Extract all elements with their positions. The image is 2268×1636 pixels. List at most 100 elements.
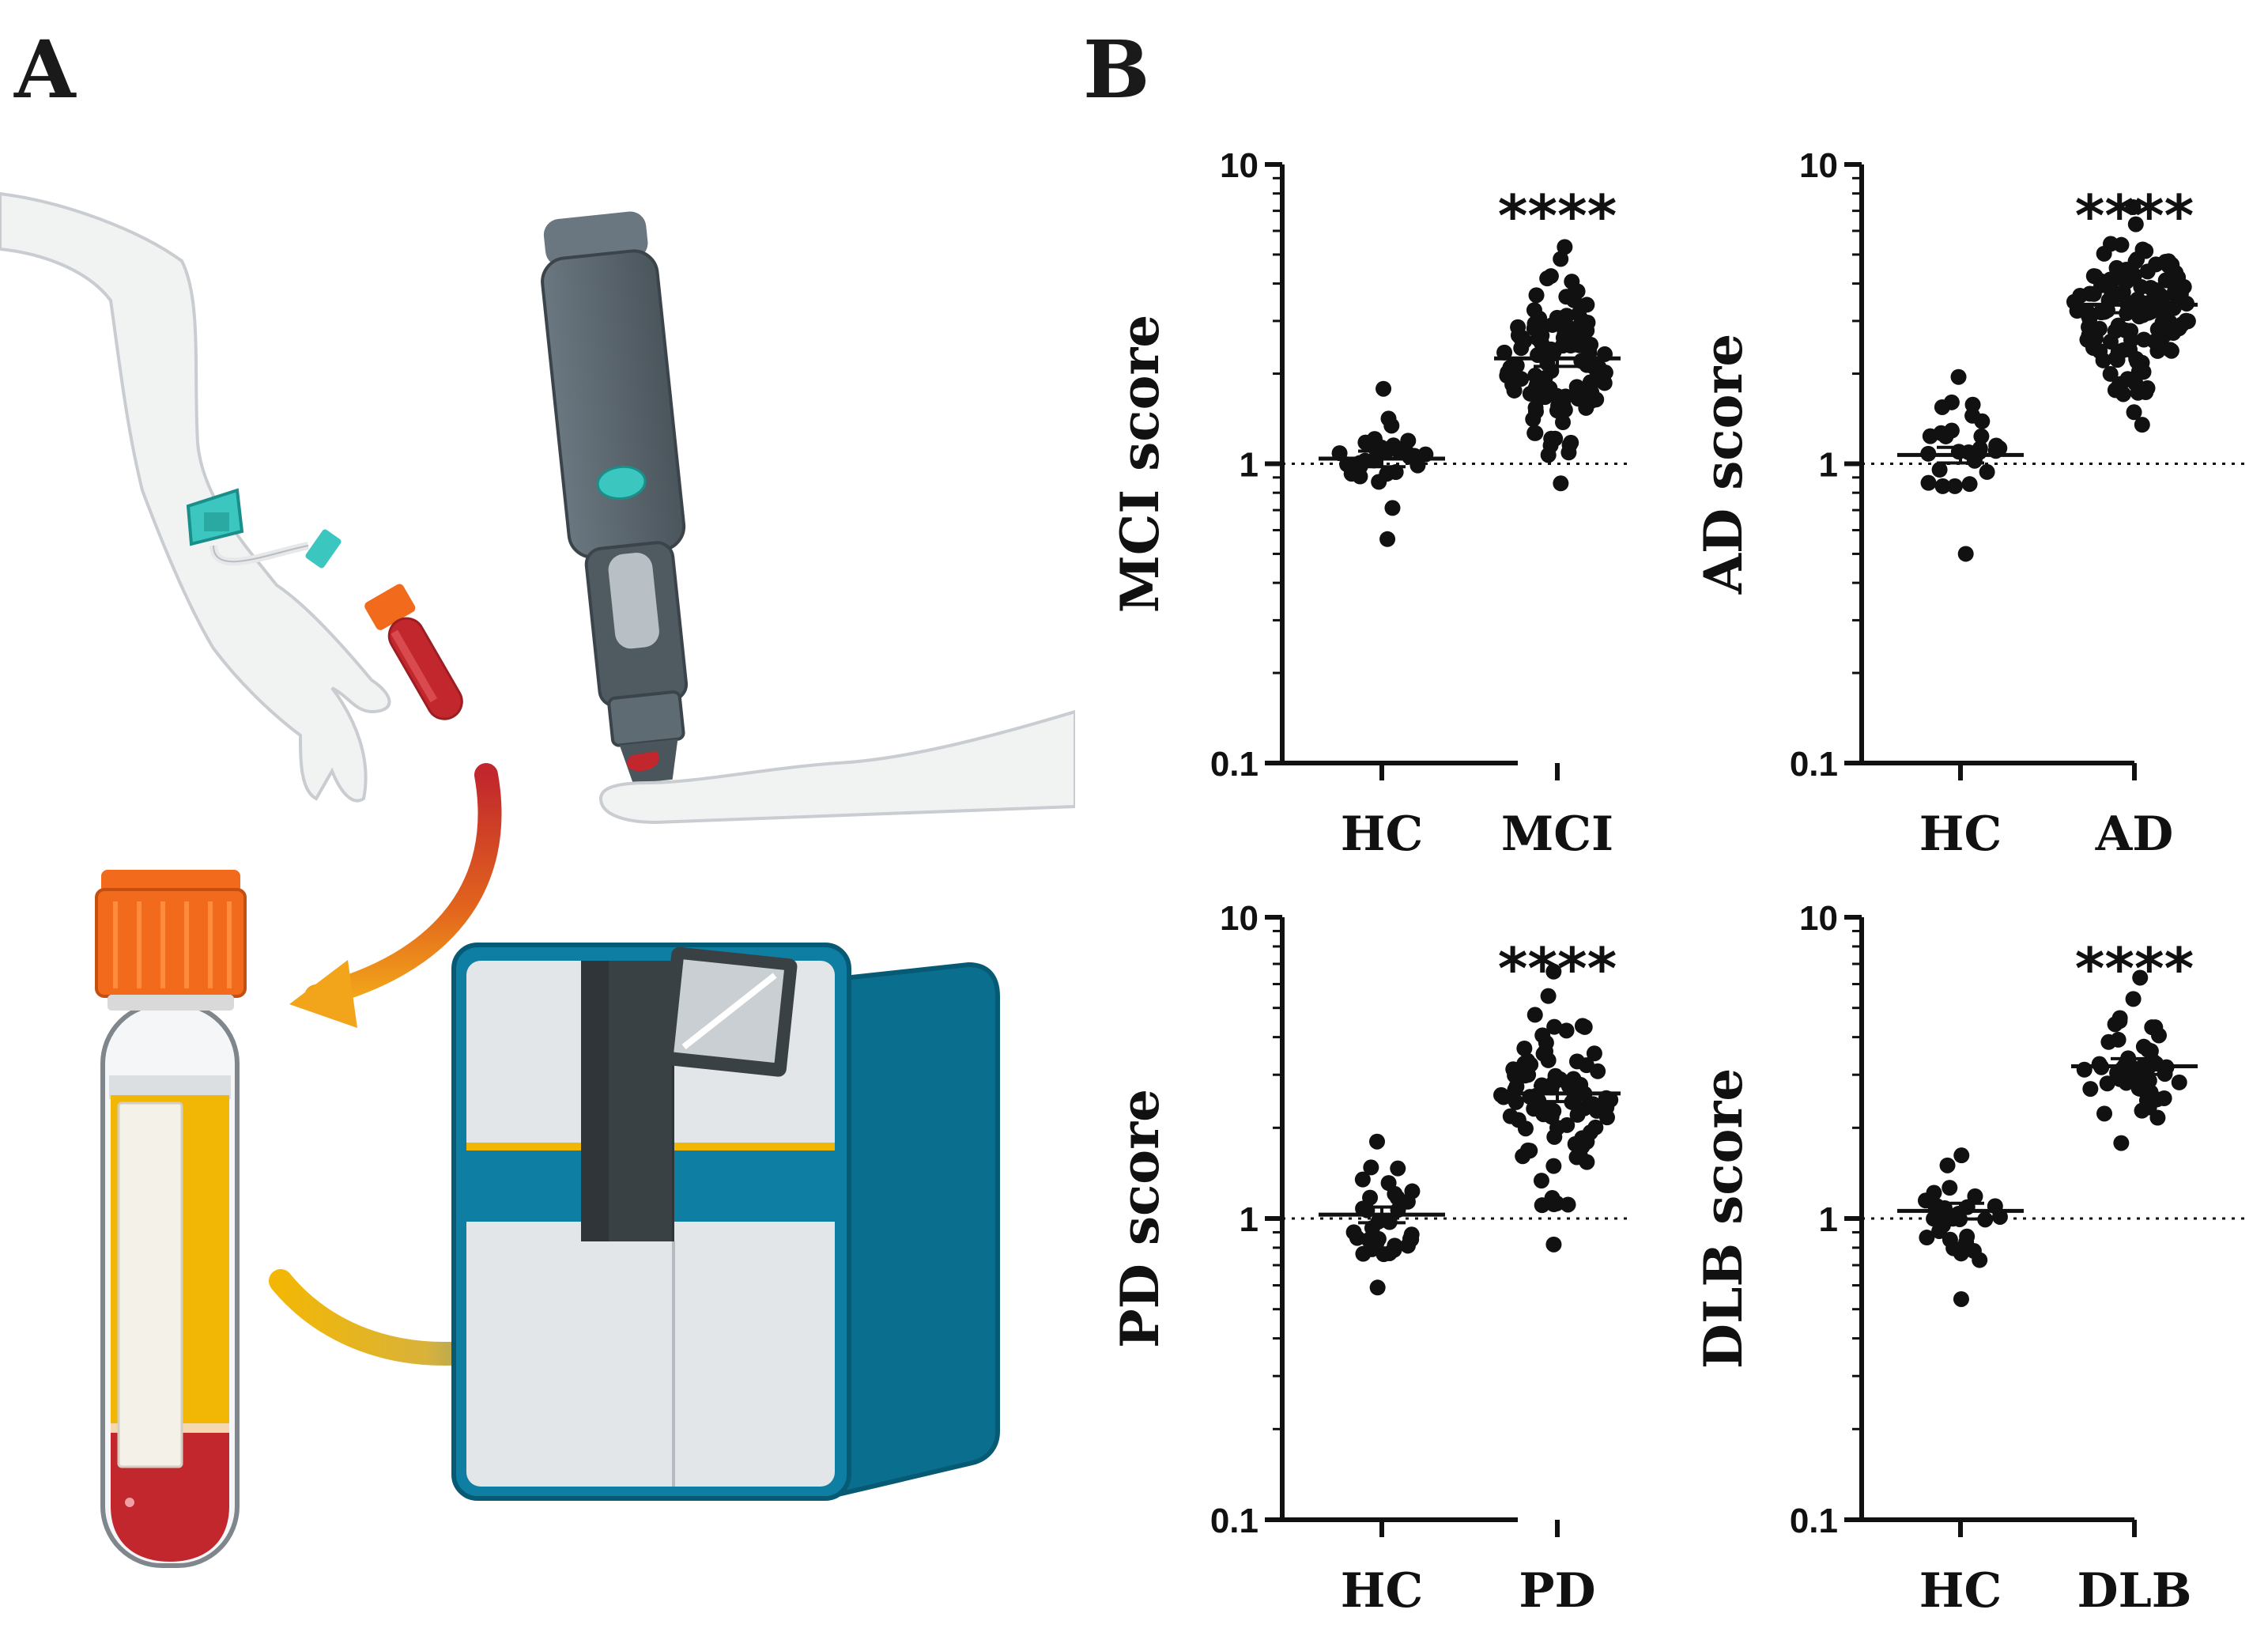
data-point xyxy=(2115,386,2131,402)
data-point xyxy=(2066,293,2082,310)
data-point xyxy=(1519,1062,1535,1079)
data-point xyxy=(2138,384,2154,401)
data-point xyxy=(2174,316,2191,333)
data-point xyxy=(1379,442,1396,459)
y-tick-label: 10 xyxy=(1799,899,1838,938)
data-point xyxy=(1585,358,1602,375)
data-point xyxy=(1959,1199,1976,1215)
data-point xyxy=(2157,253,2174,270)
data-point xyxy=(1563,434,1579,451)
data-point xyxy=(1536,348,1553,365)
significance-label: **** xyxy=(2075,183,2194,249)
data-point xyxy=(2162,342,2179,358)
data-point xyxy=(2081,285,2098,302)
data-point xyxy=(2102,334,2119,350)
data-point xyxy=(1402,448,1418,465)
data-point xyxy=(2166,323,2183,340)
data-point xyxy=(1500,365,1516,381)
significance-label: **** xyxy=(1498,183,1617,249)
data-point xyxy=(1352,468,1368,485)
data-point xyxy=(1920,445,1937,462)
data-point xyxy=(1572,1148,1589,1165)
data-point xyxy=(2141,1056,2157,1072)
data-point xyxy=(1540,1052,1557,1068)
data-point xyxy=(2142,304,2159,320)
data-point xyxy=(1528,1087,1545,1104)
data-point xyxy=(1540,447,1557,463)
data-point xyxy=(2137,1080,2153,1097)
illustration-panel xyxy=(0,191,1075,1568)
data-point xyxy=(2154,314,2171,331)
data-point xyxy=(1545,963,1562,980)
data-point xyxy=(1520,1067,1537,1083)
data-point xyxy=(1381,1214,1398,1230)
data-point xyxy=(1502,1108,1519,1124)
data-point xyxy=(1549,309,1565,326)
data-point xyxy=(2142,1043,2159,1060)
data-point xyxy=(1943,394,1960,410)
data-point xyxy=(1936,1200,1953,1216)
data-point xyxy=(1958,1234,1975,1250)
data-point xyxy=(1540,346,1557,363)
data-point xyxy=(1591,359,1607,376)
data-point xyxy=(1571,305,1587,322)
data-point xyxy=(1964,396,1981,413)
data-point xyxy=(1533,334,1549,351)
data-point xyxy=(2093,1059,2110,1075)
y-tick-label: 0.1 xyxy=(1790,1502,1838,1540)
data-point xyxy=(2109,270,2126,286)
data-point xyxy=(2081,311,2098,327)
data-point xyxy=(1502,359,1519,376)
data-point xyxy=(1987,1198,2003,1215)
data-point xyxy=(1383,418,1400,434)
data-point xyxy=(1560,1196,1576,1213)
x-tick-label: AD xyxy=(2095,807,2174,862)
data-point xyxy=(2146,287,2163,304)
data-point xyxy=(1589,368,1606,384)
data-point xyxy=(2142,279,2159,296)
data-point xyxy=(2141,1072,2157,1089)
data-point xyxy=(2152,286,2168,303)
data-point xyxy=(1508,1079,1525,1095)
significance-label: **** xyxy=(1498,935,1617,1002)
data-point xyxy=(1953,1290,1969,1307)
data-point xyxy=(1579,323,1595,339)
data-point xyxy=(2085,339,2102,356)
analyzer-machine-icon xyxy=(451,943,1000,1501)
data-point xyxy=(1570,391,1587,407)
data-point xyxy=(1522,385,1538,402)
data-point xyxy=(1513,340,1530,357)
data-point xyxy=(1349,1230,1365,1246)
data-point xyxy=(1550,398,1567,414)
data-point xyxy=(1917,1192,1934,1209)
data-point xyxy=(1539,355,1556,372)
x-tick-label: HC xyxy=(1341,1563,1423,1619)
data-point xyxy=(1510,319,1526,335)
data-point xyxy=(2149,321,2166,338)
data-point xyxy=(1370,1230,1387,1247)
data-point xyxy=(1960,444,1977,461)
data-point xyxy=(1560,444,1577,461)
data-point xyxy=(2149,1109,2166,1126)
data-point xyxy=(1403,1226,1420,1243)
data-point xyxy=(1537,389,1553,406)
data-point xyxy=(1389,1189,1406,1206)
data-point xyxy=(1565,1080,1582,1097)
data-point xyxy=(1387,464,1404,481)
arm-venipuncture-icon xyxy=(0,191,463,803)
data-point xyxy=(1526,302,1542,319)
data-point xyxy=(1576,1100,1593,1116)
data-point xyxy=(1589,1102,1606,1119)
data-point xyxy=(2111,377,2127,394)
data-point xyxy=(1555,319,1572,335)
data-point xyxy=(2110,343,2126,360)
data-point xyxy=(2099,1075,2115,1092)
data-point xyxy=(1339,456,1356,473)
x-tick-label: HC xyxy=(1919,807,2002,862)
data-point xyxy=(1555,397,1572,414)
data-point xyxy=(1534,327,1550,344)
data-point xyxy=(1579,1154,1595,1170)
data-point xyxy=(2093,273,2109,289)
panel-label-b: B xyxy=(1083,23,1150,116)
data-point xyxy=(1515,1148,1531,1165)
